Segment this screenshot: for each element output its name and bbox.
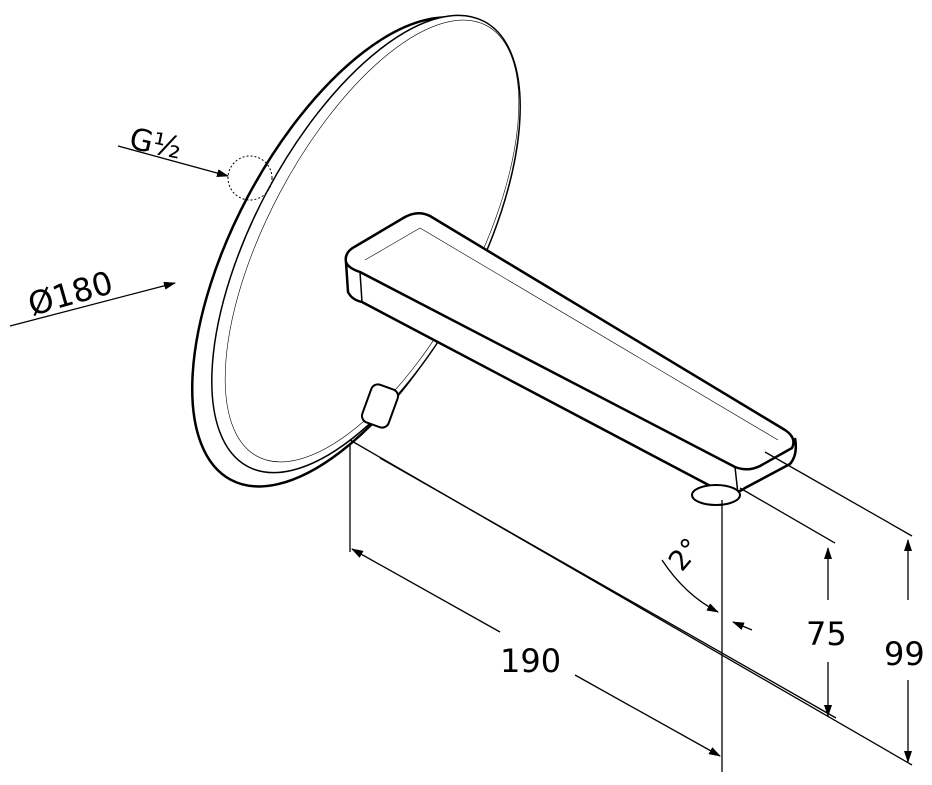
dimension-lines (9, 145, 913, 772)
length-label: 190 (500, 642, 561, 680)
thread-circle (227, 155, 273, 201)
sensor-window (360, 383, 400, 429)
thread-label: G½ (126, 122, 184, 167)
spout (344, 212, 798, 506)
diameter-label: Ø180 (24, 263, 117, 323)
total-height-label: 99 (884, 635, 925, 673)
outlet-height-label: 75 (806, 615, 847, 653)
outlet (691, 484, 741, 506)
